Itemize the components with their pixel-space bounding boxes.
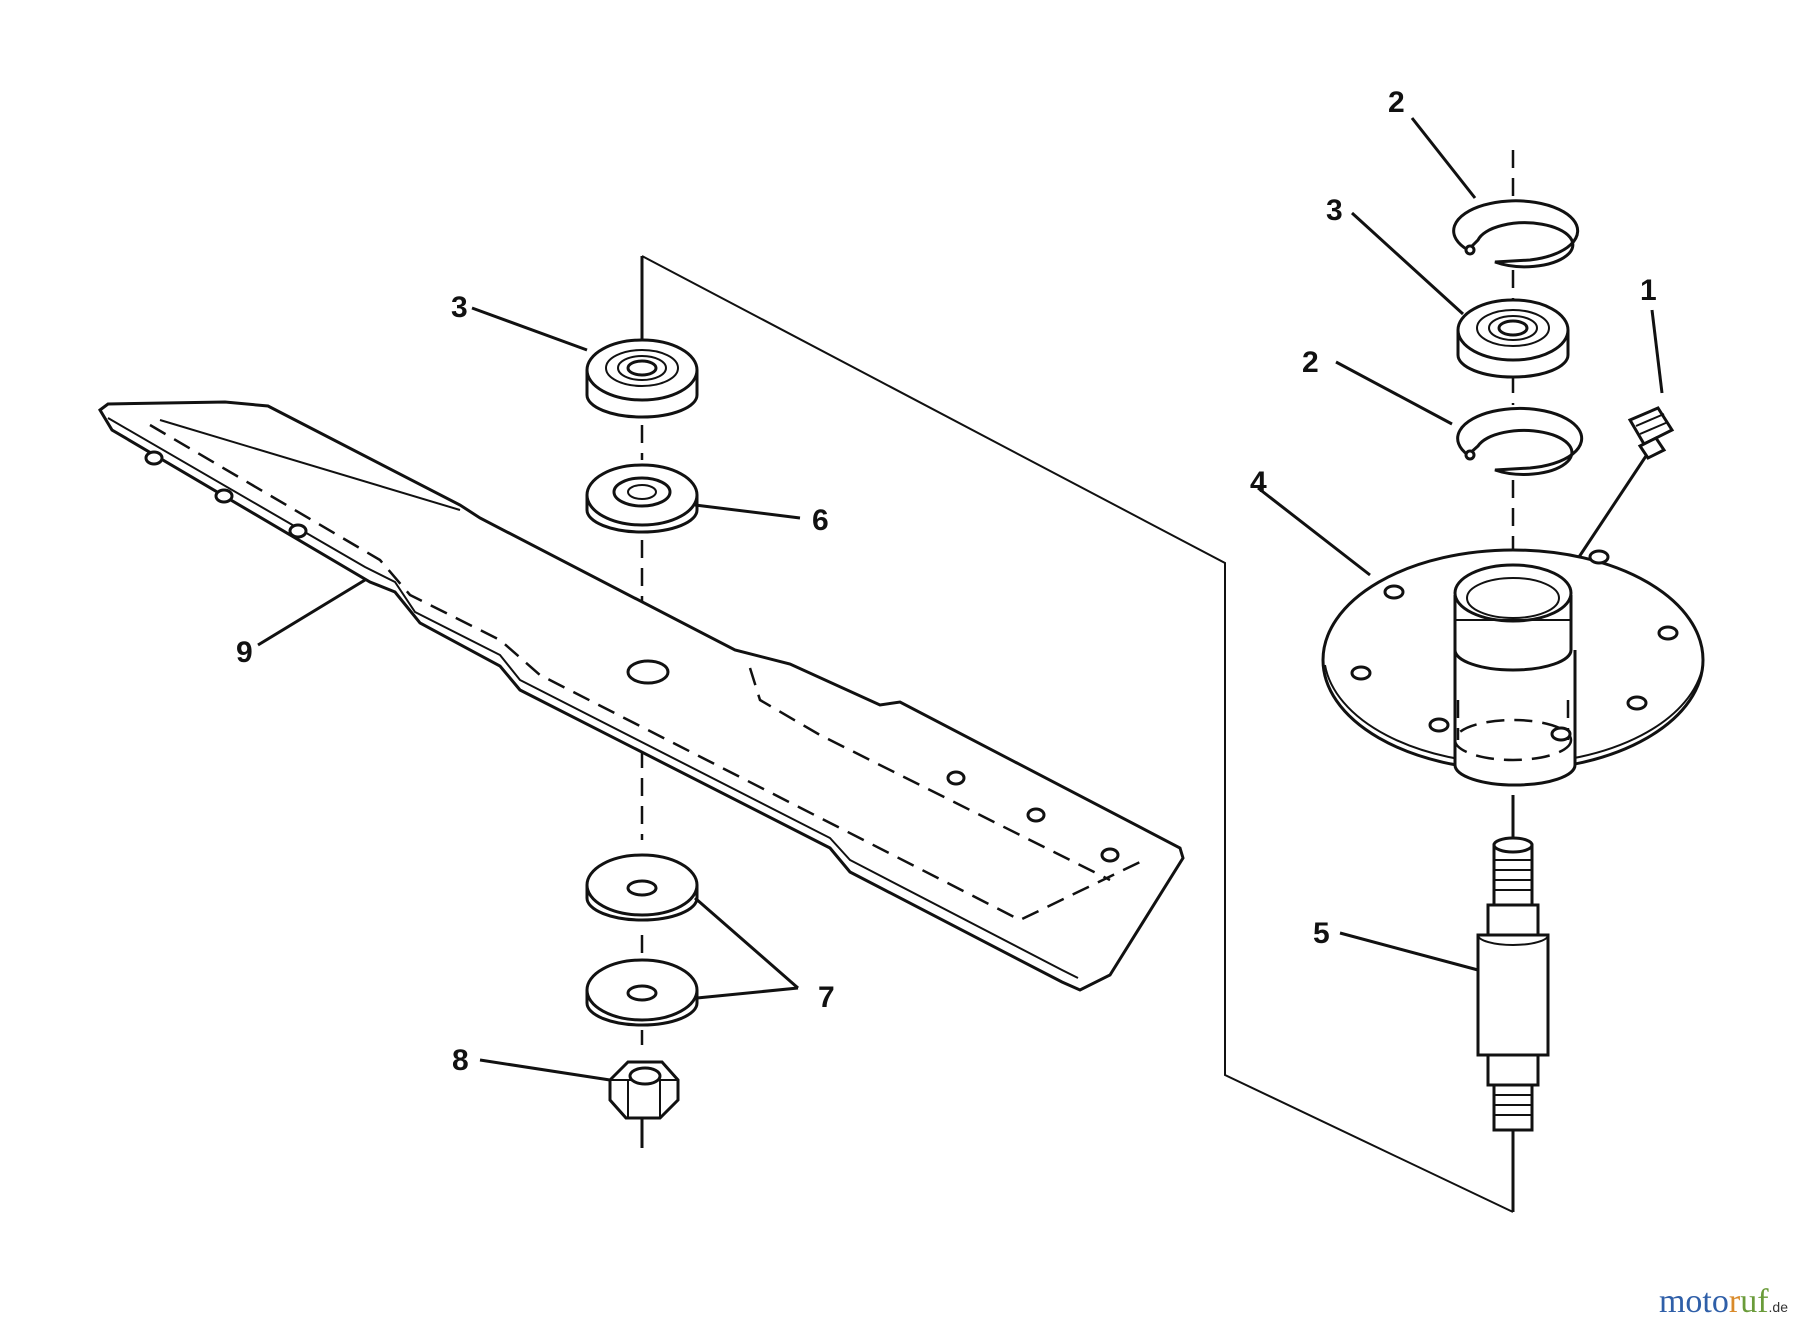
spindle-housing [1321, 548, 1705, 787]
watermark-part-3: uf [1740, 1283, 1769, 1320]
watermark-part-1: moto [1658, 1283, 1729, 1320]
spacer [585, 463, 699, 534]
callout-5: 5 [1313, 917, 1330, 950]
washer-lower [585, 958, 699, 1027]
watermark-part-2: r [1728, 1283, 1741, 1320]
grease-fitting [1573, 406, 1675, 564]
bearing-left [585, 338, 699, 419]
callout-1: 1 [1640, 274, 1657, 307]
callout-2-lower: 2 [1302, 346, 1319, 379]
bearing-right [1456, 298, 1570, 379]
snap-ring-upper [1452, 199, 1580, 269]
callout-6: 6 [812, 504, 829, 537]
watermark-logo: motoruf.de [1659, 1283, 1788, 1321]
callout-3-right: 3 [1326, 194, 1343, 227]
blade [98, 400, 1185, 992]
callout-3-left: 3 [451, 291, 468, 324]
callout-2-upper: 2 [1388, 86, 1405, 119]
spindle-shaft [1476, 836, 1550, 1132]
leader-lines [257, 117, 1664, 1082]
callout-4: 4 [1250, 466, 1267, 499]
callout-labels: 1 2 2 3 3 4 5 6 7 8 9 [236, 86, 1657, 1077]
hex-nut [608, 1060, 680, 1120]
callout-8: 8 [452, 1044, 469, 1077]
callout-7: 7 [818, 981, 835, 1014]
washer-upper [585, 853, 699, 922]
snap-ring-lower [1456, 406, 1584, 476]
watermark-tld: .de [1768, 1299, 1788, 1315]
assembly-outline [641, 255, 1514, 1213]
callout-9: 9 [236, 636, 253, 669]
